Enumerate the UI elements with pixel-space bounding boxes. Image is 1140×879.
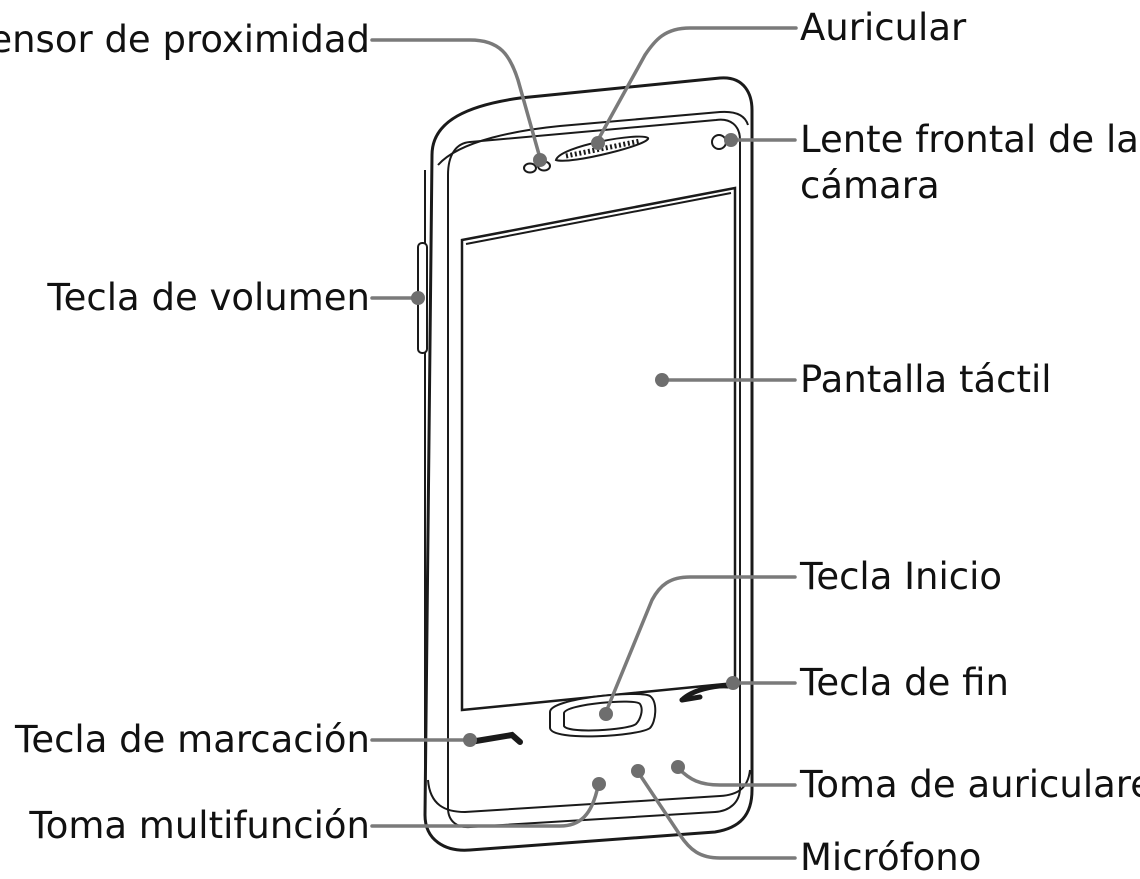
dot-dial-key [463, 733, 477, 747]
label-multifunction-jack: Toma multifunción [28, 804, 370, 847]
label-end-key: Tecla de fin [799, 661, 1009, 704]
dial-key [467, 731, 523, 745]
callout-lines [370, 26, 798, 860]
dot-multifunction-jack [592, 777, 606, 791]
phone-body [417, 76, 754, 852]
dot-proximity-sensor [533, 153, 547, 167]
label-earpiece: Auricular [800, 6, 967, 49]
label-microphone: Micrófono [800, 836, 981, 879]
front-camera-lens [711, 134, 727, 150]
callout-multifunction-jack [370, 784, 600, 828]
callout-proximity-sensor [370, 38, 542, 160]
dot-microphone [631, 764, 645, 778]
callout-microphone [636, 770, 797, 860]
label-dial-key: Tecla de marcación [14, 718, 370, 761]
label-front-camera-line2: cámara [800, 164, 940, 207]
label-headset-jack: Toma de auriculares [799, 763, 1140, 806]
dot-headset-jack [671, 760, 685, 774]
label-touch-screen: Pantalla táctil [800, 358, 1052, 401]
label-front-camera-line1: Lente frontal de la [800, 118, 1139, 161]
dot-touch-screen [655, 373, 669, 387]
end-key [679, 683, 731, 703]
labels: Sensor de proximidad Auricular Lente fro… [0, 6, 1140, 879]
dot-earpiece [591, 136, 605, 150]
callout-earpiece [596, 26, 798, 142]
dot-volume-key [411, 291, 425, 305]
touch-screen [460, 186, 737, 712]
callout-home-key [604, 575, 797, 714]
label-volume-key: Tecla de volumen [46, 276, 370, 319]
dot-end-key [726, 676, 740, 690]
dot-home-key [599, 707, 613, 721]
label-proximity-sensor: Sensor de proximidad [0, 18, 370, 61]
callout-dots [411, 133, 740, 791]
label-home-key: Tecla Inicio [799, 555, 1002, 598]
dot-front-camera [724, 133, 738, 147]
